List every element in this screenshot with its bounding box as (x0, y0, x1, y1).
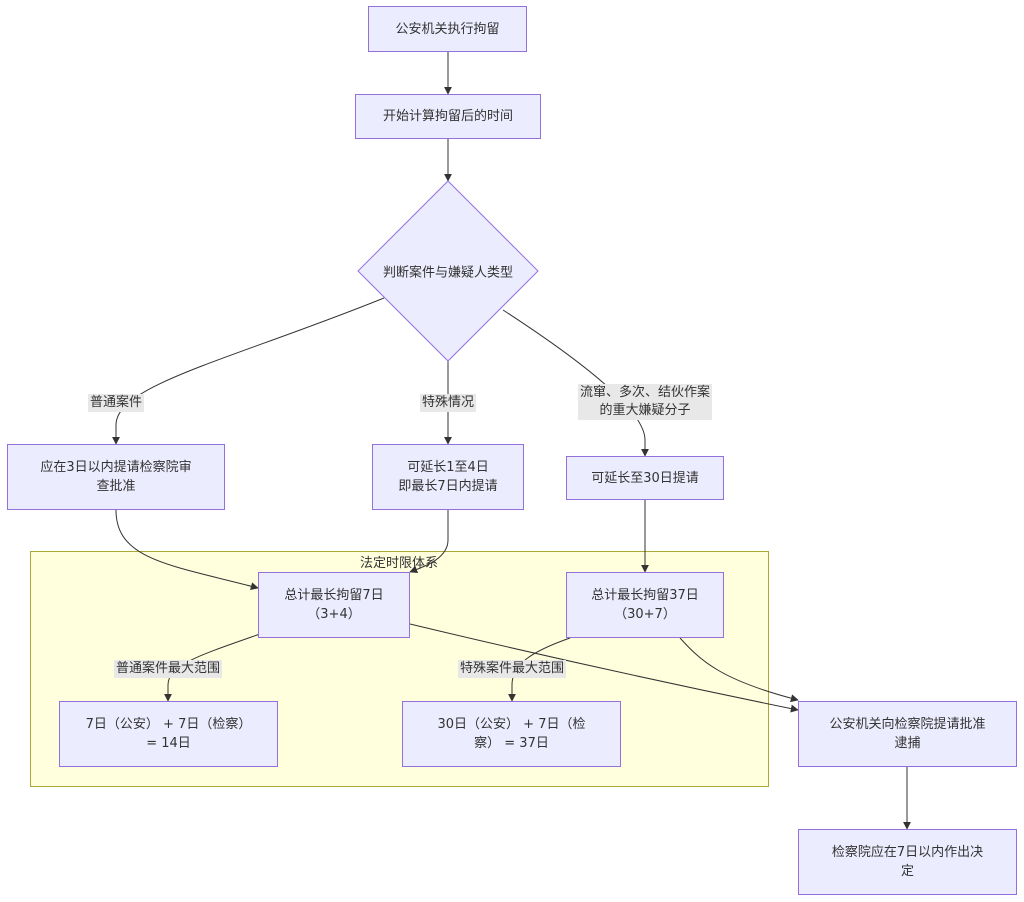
node-request-arrest-line2: 逮捕 (894, 736, 921, 751)
edge-total7-to-request (409, 623, 799, 713)
node-sum-14-line2: = 14日 (146, 736, 191, 751)
edge-total37-to-request (679, 637, 799, 703)
node-request-arrest-line1: 公安机关向检察院提请批准 (829, 717, 986, 732)
node-sum-37-line1: 30日（公安） + 7日（检 (437, 717, 586, 732)
node-sum-14-days: 7日（公安） + 7日（检察） = 14日 (59, 701, 278, 767)
edge-judge-to-normal (112, 297, 385, 445)
node-total-7-days: 总计最长拘留7日 （3+4） (258, 572, 410, 638)
node-serious-case: 可延长至30日提请 (566, 456, 724, 500)
node-total-37-line1: 总计最长拘留37日 (591, 588, 699, 603)
node-total-7-line1: 总计最长拘留7日 (284, 588, 384, 603)
node-decision-line1: 检察院应在7日以内作出决 (831, 845, 984, 860)
node-start-detention-label: 公安机关执行拘留 (395, 21, 500, 37)
node-total-37-line2: （30+7） (614, 607, 676, 622)
edge-special-to-total7 (409, 510, 449, 574)
node-decision-line2: 定 (900, 864, 914, 879)
edge-label-special-max: 特殊案件最大范围 (457, 660, 567, 678)
edge-label-normal: 普通案件 (87, 394, 145, 412)
edge-label-normal-max: 普通案件最大范围 (113, 660, 223, 678)
decision-label: 判断案件与嫌疑人类型 (382, 265, 514, 281)
node-special-case-line1: 可延长1至4日 (407, 460, 489, 475)
node-request-arrest: 公安机关向检察院提请批准 逮捕 (798, 701, 1017, 767)
node-total-37-days: 总计最长拘留37日 （30+7） (566, 572, 724, 638)
node-procuratorate-decision: 检察院应在7日以内作出决 定 (798, 829, 1017, 895)
node-start-detention: 公安机关执行拘留 (368, 6, 527, 52)
edge-label-serious: 流窜、多次、结伙作案 的重大嫌疑分子 (577, 384, 713, 420)
node-normal-case: 应在3日以内提请检察院审 查批准 (7, 444, 225, 510)
subgraph-title: 法定时限体系 (359, 556, 439, 571)
node-start-timing-label: 开始计算拘留后的时间 (382, 109, 513, 124)
node-normal-case-line2: 查批准 (96, 479, 136, 494)
edge-label-serious-line2: 的重大嫌疑分子 (599, 403, 691, 418)
node-normal-case-line1: 应在3日以内提请检察院审 (40, 460, 192, 475)
node-special-case-line2: 即最长7日内提请 (398, 479, 498, 494)
node-sum-14-line1: 7日（公安） + 7日（检察） (85, 717, 252, 732)
edge-normal-to-total7 (115, 509, 259, 591)
edge-judge-to-serious (502, 309, 649, 457)
decision-diamond (357, 180, 539, 362)
edge-label-special: 特殊情况 (419, 394, 477, 412)
node-sum-37-days: 30日（公安） + 7日（检 察） = 37日 (402, 701, 621, 767)
node-serious-case-label: 可延长至30日提请 (591, 470, 699, 486)
node-start-timing: 开始计算拘留后的时间 (355, 94, 541, 139)
edge-label-serious-line1: 流窜、多次、结伙作案 (579, 385, 711, 400)
node-special-case: 可延长1至4日 即最长7日内提请 (372, 444, 524, 510)
node-sum-37-line2: 察） = 37日 (474, 736, 549, 751)
node-total-7-line2: （3+4） (307, 607, 361, 622)
